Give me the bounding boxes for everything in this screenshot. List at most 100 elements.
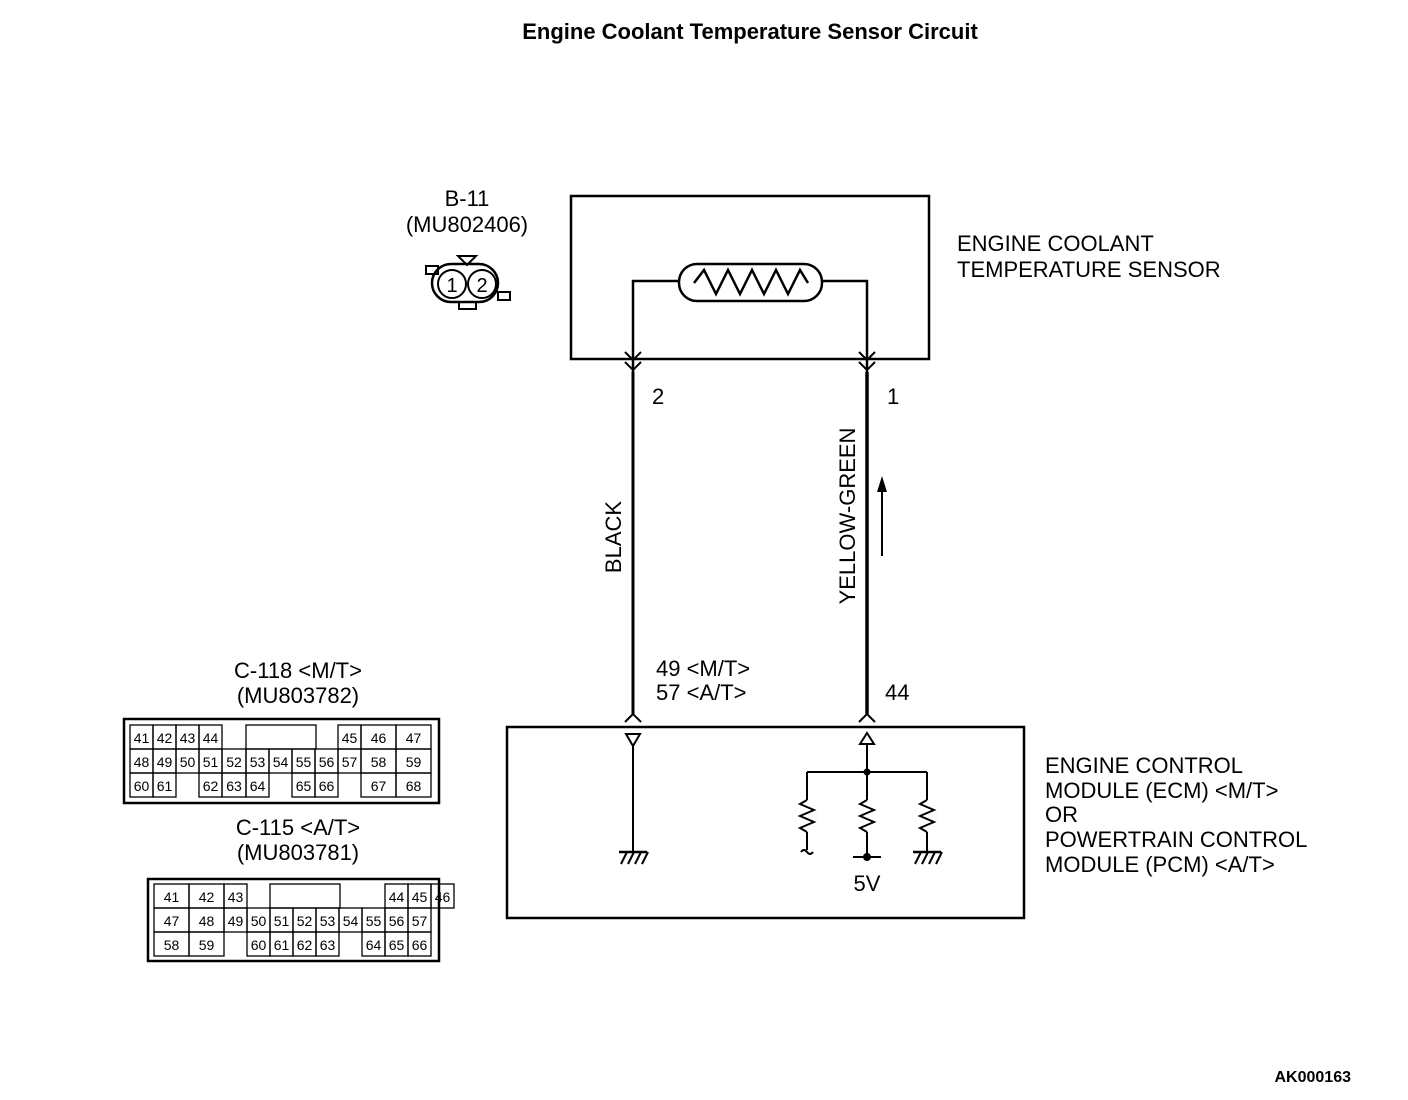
sensor-label-line2: TEMPERATURE SENSOR xyxy=(957,257,1221,282)
pin-cell xyxy=(315,931,340,957)
ground-symbol xyxy=(913,850,943,865)
pin-label: 43 xyxy=(180,730,196,746)
resistor-icon xyxy=(797,799,817,833)
pin-label: 55 xyxy=(366,913,382,929)
pin-label: 60 xyxy=(251,937,267,953)
thermistor-symbol xyxy=(693,267,810,297)
c118-part: (MU803782) xyxy=(237,683,359,708)
pin-label: 46 xyxy=(435,889,451,905)
pin-label: 59 xyxy=(199,937,215,953)
pin-label: 57 xyxy=(342,754,358,770)
pin-cell xyxy=(245,772,270,798)
pin-label: 44 xyxy=(203,730,219,746)
pin-label: 56 xyxy=(389,913,405,929)
pin-label: 66 xyxy=(319,778,335,794)
resistor-icon xyxy=(857,799,877,833)
pin-label: 41 xyxy=(134,730,150,746)
sensor-box xyxy=(569,194,931,372)
sensor-label-line1: ENGINE COOLANT xyxy=(957,231,1154,256)
wire-left-pin-bottom-1: 49 <M/T> xyxy=(656,656,750,681)
ecm-label-line2: MODULE (ECM) <M/T> xyxy=(1045,778,1278,803)
current-direction-arrow xyxy=(877,476,887,556)
pin-label: 63 xyxy=(226,778,242,794)
c115-part: (MU803781) xyxy=(237,840,359,865)
ecm-box xyxy=(505,712,1026,920)
pin-label: 42 xyxy=(157,730,173,746)
pin-label: 68 xyxy=(406,778,422,794)
sensor-connector-part: (MU802406) xyxy=(406,212,528,237)
wire-left-pin-top: 2 xyxy=(652,384,664,409)
wire-left-pin-bottom-2: 57 <A/T> xyxy=(656,680,747,705)
pin-label: 50 xyxy=(180,754,196,770)
pin-label: 46 xyxy=(371,730,387,746)
pin-label: 47 xyxy=(406,730,422,746)
pin-label: 66 xyxy=(412,937,428,953)
pin-cell xyxy=(152,772,177,798)
c115-id: C-115 <A/T> xyxy=(236,815,360,840)
ecm-label-line5: MODULE (PCM) <A/T> xyxy=(1045,852,1275,877)
ecm-label-line4: POWERTRAIN CONTROL xyxy=(1045,827,1307,852)
wire-right-pin-bottom: 44 xyxy=(885,680,909,705)
pin-label: 49 xyxy=(228,913,244,929)
diagram-title: Engine Coolant Temperature Sensor Circui… xyxy=(522,19,978,44)
wire-right-color: YELLOW-GREEN xyxy=(835,428,860,605)
pin-label: 65 xyxy=(389,937,405,953)
pin-label: 52 xyxy=(297,913,313,929)
pin-label: 47 xyxy=(164,913,180,929)
pin-label: 51 xyxy=(274,913,290,929)
pin-label: 58 xyxy=(164,937,180,953)
pin-label: 65 xyxy=(296,778,312,794)
pin-cell xyxy=(395,772,432,798)
pin-label: 45 xyxy=(342,730,358,746)
pin-label: 48 xyxy=(134,754,150,770)
pin-label: 54 xyxy=(273,754,289,770)
sensor-connector-id: B-11 xyxy=(445,186,490,211)
c118-id: C-118 <M/T> xyxy=(234,658,362,683)
pin-label: 61 xyxy=(157,778,173,794)
ecm-label-line3: OR xyxy=(1045,802,1078,827)
pin-label: 41 xyxy=(164,889,180,905)
ecm-supply-voltage: 5V xyxy=(854,871,881,896)
sensor-connector-pin2: 2 xyxy=(476,275,487,297)
pin-cell xyxy=(314,772,339,798)
pin-label: 62 xyxy=(297,937,313,953)
ground-symbol xyxy=(619,850,649,865)
pin-label: 57 xyxy=(412,913,428,929)
ecm-label-line1: ENGINE CONTROL xyxy=(1045,753,1243,778)
pin-label: 42 xyxy=(199,889,215,905)
wire-left-color: BLACK xyxy=(601,501,626,573)
pin-label: 53 xyxy=(320,913,336,929)
c115-connector-face: 41 42 43 44 45 46 47 48 49 50 51 52 53 54 55 56 57 58 59 60… xyxy=(146,877,455,963)
pin-label: 62 xyxy=(203,778,219,794)
pin-label: 58 xyxy=(371,754,387,770)
pin-label: 48 xyxy=(199,913,215,929)
pin-label: 43 xyxy=(228,889,244,905)
pin-label: 67 xyxy=(371,778,387,794)
pin-label: 56 xyxy=(319,754,335,770)
resistor-icon xyxy=(917,799,937,833)
pin-label: 60 xyxy=(134,778,150,794)
pin-label: 61 xyxy=(274,937,290,953)
pin-label: 63 xyxy=(320,937,336,953)
pin-label: 52 xyxy=(226,754,242,770)
pin-cell xyxy=(430,883,455,909)
pin-cell xyxy=(188,931,225,957)
pin-cell xyxy=(407,931,432,957)
figure-code: AK000163 xyxy=(1275,1069,1352,1086)
pin-label: 59 xyxy=(406,754,422,770)
wire-right-pin-top: 1 xyxy=(887,384,899,409)
pin-label: 54 xyxy=(343,913,359,929)
sensor-connector-icon: 1 2 xyxy=(425,255,511,310)
pin-label: 44 xyxy=(389,889,405,905)
pin-label: 64 xyxy=(250,778,266,794)
pin-label: 64 xyxy=(366,937,382,953)
pin-label: 55 xyxy=(296,754,312,770)
pin-label: 51 xyxy=(203,754,219,770)
sensor-connector-pin1: 1 xyxy=(446,275,457,297)
pin-label: 50 xyxy=(251,913,267,929)
connector-key xyxy=(245,724,317,750)
pin-label: 49 xyxy=(157,754,173,770)
pin-label: 45 xyxy=(412,889,428,905)
